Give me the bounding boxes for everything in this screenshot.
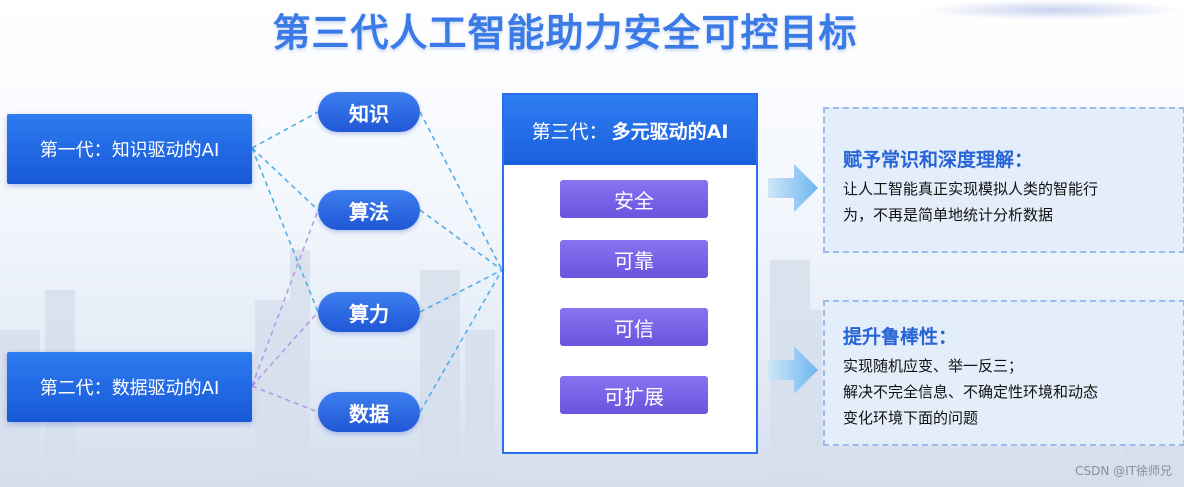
description-line: 让人工智能真正实现模拟人类的智能行: [843, 180, 1099, 198]
connector-compute-gen3: [419, 269, 503, 313]
page-title: 第三代人工智能助力安全可控目标: [272, 11, 858, 55]
description-line: 实现随机应变、举一反三；: [843, 357, 1024, 375]
description-heading: 提升鲁棒性：: [843, 326, 958, 348]
description-panel-robustness: 提升鲁棒性： 实现随机应变、举一反三； 解决不完全信息、不确定性环境和动态 变化…: [823, 300, 1184, 446]
gen1-box: 第一代：知识驱动的AI: [7, 114, 252, 184]
description-heading: 赋予常识和深度理解：: [843, 149, 1034, 171]
connector-knowledge-gen3: [419, 111, 503, 271]
gen3-header: 第三代：多元驱动的AI: [504, 95, 756, 165]
connector-data-gen3: [419, 269, 503, 413]
connector-gen2-data: [251, 385, 319, 413]
connector-gen2-compute: [251, 311, 319, 387]
gen3-box: 第三代：多元驱动的AI 安全 可靠 可信 可扩展: [502, 93, 758, 454]
connector-gen1-algorithm: [251, 147, 319, 211]
gen1-prefix: 第一代：: [39, 140, 112, 161]
connector-gen2-algorithm: [251, 209, 319, 387]
factor-knowledge: 知识: [318, 92, 420, 132]
connector-gen1-compute: [251, 147, 319, 313]
gen2-prefix: 第二代：: [39, 378, 112, 399]
gen3-prefix: 第三代：: [531, 120, 608, 143]
connector-algorithm-gen3: [419, 209, 503, 271]
factor-compute: 算力: [318, 292, 420, 332]
gen3-name: 多元驱动的AI: [611, 120, 729, 143]
attribute-safe: 安全: [560, 180, 708, 218]
attribute-trustworthy: 可信: [560, 308, 708, 346]
connector-gen1-knowledge: [251, 111, 319, 149]
description-panel-understanding: 赋予常识和深度理解： 让人工智能真正实现模拟人类的智能行 为，不再是简单地统计分…: [823, 107, 1184, 253]
gen2-box: 第二代：数据驱动的AI: [7, 352, 252, 422]
top-glow-decoration: [924, 0, 1184, 20]
gen1-name: 知识驱动的AI: [111, 140, 220, 161]
description-line: 解决不完全信息、不确定性环境和动态: [843, 383, 1099, 401]
arrow-right-icon: [768, 346, 818, 394]
factor-algorithm: 算法: [318, 190, 420, 230]
description-line: 变化环境下面的问题: [843, 409, 979, 427]
attribute-scalable: 可扩展: [560, 376, 708, 414]
watermark: CSDN @IT徐师兄: [1075, 464, 1172, 478]
factor-data: 数据: [318, 392, 420, 432]
arrow-right-icon: [768, 164, 818, 212]
description-line: 为，不再是简单地统计分析数据: [843, 206, 1054, 224]
attribute-reliable: 可靠: [560, 240, 708, 278]
gen2-name: 数据驱动的AI: [111, 378, 220, 399]
